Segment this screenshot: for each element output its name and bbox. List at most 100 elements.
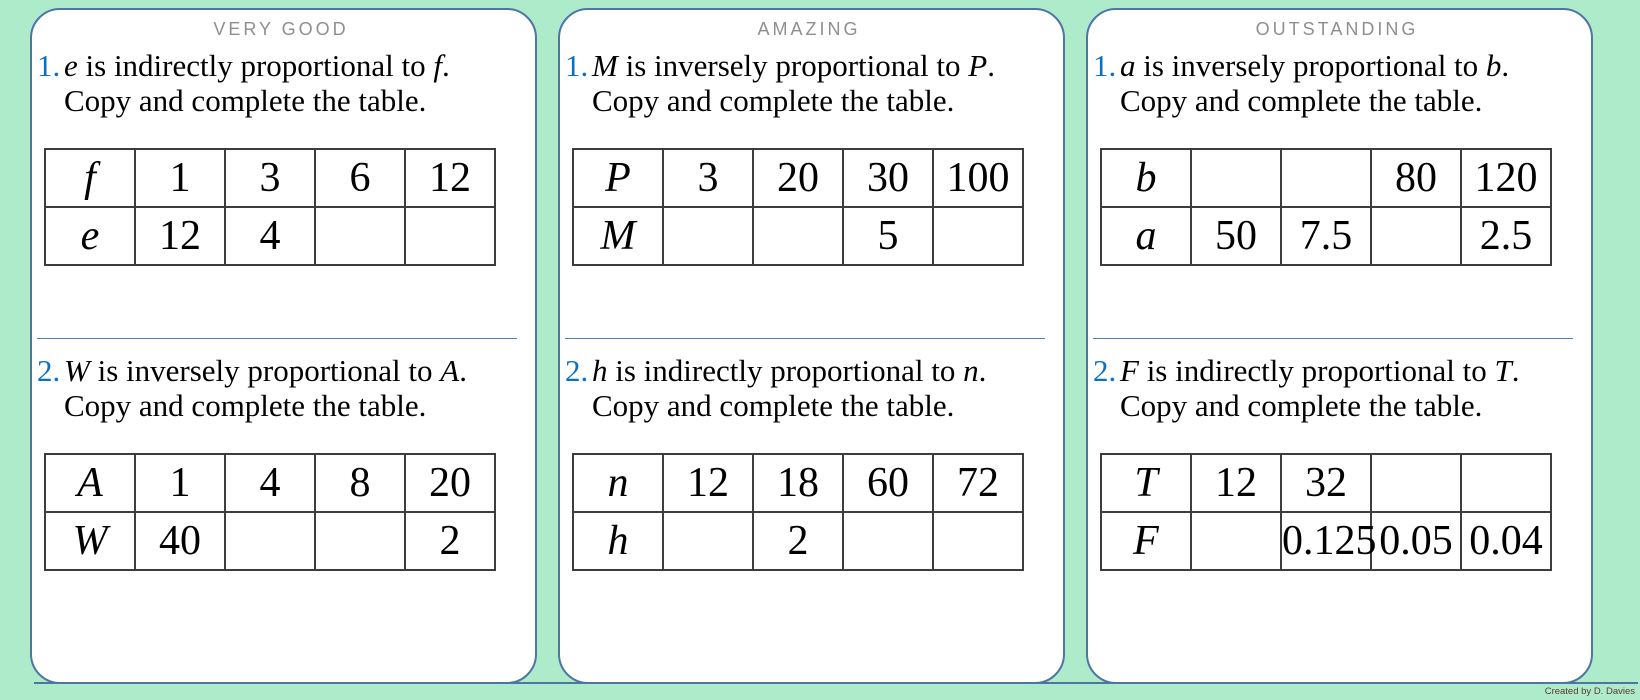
problem-instruction: Copy and complete the table.	[64, 388, 427, 423]
table-cell: 2	[404, 511, 496, 571]
table-cell: 6	[314, 148, 406, 208]
row-label: b	[1100, 148, 1192, 208]
row-label: n	[572, 453, 664, 513]
row-label: a	[1100, 206, 1192, 266]
variable-independent: f	[433, 48, 442, 83]
table-row: n 12 18 60 72	[572, 453, 1024, 513]
statement-end: .	[978, 353, 987, 388]
variable-independent: A	[440, 353, 460, 388]
problem-instruction: Copy and complete the table.	[1120, 83, 1483, 118]
section-divider	[37, 338, 517, 339]
table-row: W 40 2	[44, 511, 496, 571]
panel-outstanding: OUTSTANDING 1. a is inversely proportion…	[1086, 8, 1593, 684]
table-cell: 30	[842, 148, 934, 208]
table-cell	[1370, 206, 1462, 266]
table-cell	[224, 511, 316, 571]
table-row: F 0.125 0.05 0.04	[1100, 511, 1552, 571]
table-cell: 0.05	[1370, 511, 1462, 571]
table-cell: 3	[224, 148, 316, 208]
panel-very-good: VERY GOOD 1. e is indirectly proportiona…	[30, 8, 537, 684]
problem-1: 1. M is inversely proportional to P. Cop…	[565, 48, 1053, 266]
variable-dependent: a	[1120, 48, 1136, 83]
table-cell	[1190, 148, 1282, 208]
table-cell: 32	[1280, 453, 1372, 513]
table-cell: 2.5	[1460, 206, 1552, 266]
table-cell: 8	[314, 453, 406, 513]
table-cell	[932, 511, 1024, 571]
table-cell: 2	[752, 511, 844, 571]
problem-number: 1.	[565, 48, 589, 83]
credit-label: Created by D. Davies	[1544, 686, 1635, 697]
problem-number: 2.	[1093, 353, 1117, 388]
table-cell	[1370, 453, 1462, 513]
table-row: T 12 32	[1100, 453, 1552, 513]
proportion-table: n 12 18 60 72 h 2	[572, 453, 1024, 571]
table-row: f 1 3 6 12	[44, 148, 496, 208]
statement-end: .	[987, 48, 995, 83]
table-cell: 4	[224, 206, 316, 266]
statement-middle: is indirectly proportional to	[1138, 353, 1495, 388]
statement-end: .	[1511, 353, 1520, 388]
statement-middle: is inversely proportional to	[89, 353, 441, 388]
statement-middle: is indirectly proportional to	[607, 353, 964, 388]
table-cell: 1	[134, 148, 226, 208]
variable-independent: T	[1494, 353, 1512, 388]
table-cell: 12	[404, 148, 496, 208]
table-cell	[932, 206, 1024, 266]
row-label: h	[572, 511, 664, 571]
table-cell	[752, 206, 844, 266]
problem-instruction: Copy and complete the table.	[1120, 388, 1483, 423]
statement-end: .	[1501, 48, 1510, 83]
table-cell	[404, 206, 496, 266]
row-label: W	[44, 511, 136, 571]
variable-independent: b	[1485, 48, 1502, 83]
problem-2: 2. F is indirectly proportional to T. Co…	[1093, 353, 1581, 571]
table-cell	[842, 511, 934, 571]
row-label: P	[572, 148, 664, 208]
statement-middle: is indirectly proportional to	[77, 48, 434, 83]
table-cell: 3	[662, 148, 754, 208]
table-cell: 18	[752, 453, 844, 513]
table-cell	[1280, 148, 1372, 208]
table-cell: 12	[134, 206, 226, 266]
variable-dependent: e	[64, 48, 78, 83]
table-cell: 80	[1370, 148, 1462, 208]
problem-statement: e is indirectly proportional to f.	[64, 48, 525, 83]
row-label: e	[44, 206, 136, 266]
section-divider	[565, 338, 1045, 339]
row-label: A	[44, 453, 136, 513]
variable-dependent: F	[1120, 353, 1139, 388]
row-label: f	[44, 148, 136, 208]
table-row: P 3 20 30 100	[572, 148, 1024, 208]
row-label: F	[1100, 511, 1192, 571]
statement-end: .	[459, 353, 467, 388]
variable-independent: n	[963, 353, 979, 388]
proportion-table: P 3 20 30 100 M 5	[572, 148, 1024, 266]
table-cell: 4	[224, 453, 316, 513]
statement-middle: is inversely proportional to	[617, 48, 969, 83]
panel-header: VERY GOOD	[213, 19, 349, 39]
statement-middle: is inversely proportional to	[1135, 48, 1486, 83]
table-cell	[314, 511, 406, 571]
problem-number: 2.	[565, 353, 589, 388]
table-row: e 12 4	[44, 206, 496, 266]
table-cell	[314, 206, 406, 266]
proportion-table: A 1 4 8 20 W 40 2	[44, 453, 496, 571]
proportion-table: f 1 3 6 12 e 12 4	[44, 148, 496, 266]
section-divider	[1093, 338, 1573, 339]
table-cell: 1	[134, 453, 226, 513]
table-cell: 40	[134, 511, 226, 571]
variable-dependent: h	[592, 353, 608, 388]
worksheet-board: VERY GOOD 1. e is indirectly proportiona…	[30, 8, 1593, 684]
table-cell: 0.04	[1460, 511, 1552, 571]
table-cell	[1190, 511, 1282, 571]
problem-1: 1. e is indirectly proportional to f. Co…	[37, 48, 525, 266]
table-cell: 20	[752, 148, 844, 208]
problem-number: 1.	[1093, 48, 1117, 83]
variable-dependent: W	[64, 353, 90, 388]
proportion-table: T 12 32 F 0.125 0.05 0.04	[1100, 453, 1552, 571]
table-cell: 100	[932, 148, 1024, 208]
problem-number: 1.	[37, 48, 61, 83]
problem-instruction: Copy and complete the table.	[592, 388, 955, 423]
problem-1: 1. a is inversely proportional to b. Cop…	[1093, 48, 1581, 266]
